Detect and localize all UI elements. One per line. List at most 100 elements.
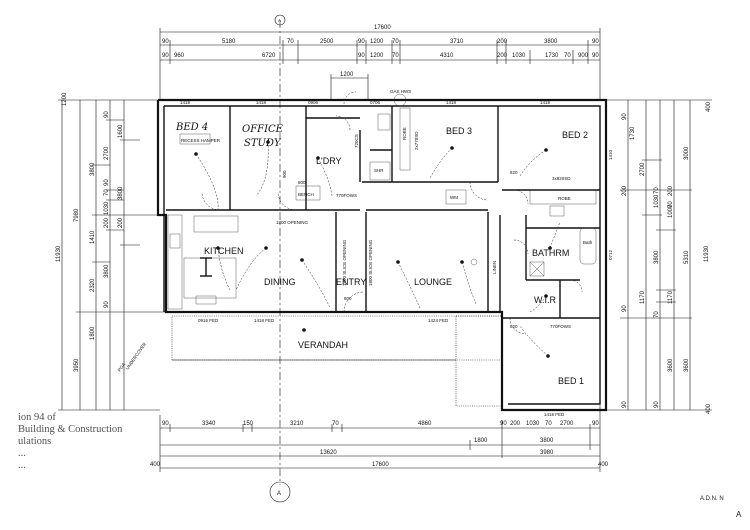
fixtures <box>167 93 597 310</box>
dim-top2-10: 1730 <box>545 53 559 59</box>
dim-right-outer: 11930 <box>704 245 710 262</box>
win-1418-d: 1418 <box>540 100 551 105</box>
dim-right-d2: 200 <box>622 185 628 196</box>
dim-top-11: 90 <box>592 39 599 45</box>
dim-overall-top: 17600 <box>374 25 391 31</box>
label-bench: BENCH <box>298 192 314 197</box>
dim-right-d10: 70 <box>654 311 660 318</box>
room-verandah: VERANDAH <box>298 340 348 350</box>
dim-bot-7: 90 <box>500 421 507 427</box>
laundry-shower <box>369 161 391 181</box>
room-bed3: BED 3 <box>446 126 472 136</box>
dim-left-d7: 3800 <box>104 264 110 278</box>
dim-800: 800 <box>298 180 306 185</box>
washing-machine <box>445 189 467 205</box>
door-720: 720CS <box>354 134 359 148</box>
dim-bot-13620: 13620 <box>320 450 337 456</box>
win-1418-b: 1418 <box>256 100 267 105</box>
room-office: OFFICE <box>242 124 284 135</box>
approval-note: ion 94 of Building & Construction ulatio… <box>18 412 148 472</box>
dim-bot-3: 150 <box>243 421 254 427</box>
dim-top2-8: 200 <box>497 53 508 59</box>
right-dimension-lines: 11930 3000 5310 3600 1730 2700 1000 3800… <box>606 99 712 414</box>
dim-bot-1: 90 <box>162 421 169 427</box>
dim-bot-6: 4860 <box>418 421 432 427</box>
dim-left-d3: 90 <box>104 179 110 186</box>
dim-top-8: 3710 <box>450 39 464 45</box>
label-robe: ROBE <box>558 196 571 201</box>
dim-right-d1: 90 <box>622 113 628 120</box>
bed3-robe <box>399 107 411 171</box>
dim-top2-3: 6720 <box>262 53 276 59</box>
dim-left-e2: 3800 <box>118 186 124 200</box>
dim-right-d4: 1030 <box>654 194 660 208</box>
dim-bot-b4: 2700 <box>560 421 574 427</box>
dim-top2-6: 70 <box>392 53 399 59</box>
kitchen-fridge <box>169 233 181 249</box>
win-1410: 1410 <box>608 149 613 160</box>
bath-tub <box>579 227 597 265</box>
room-dining: DINING <box>264 277 296 287</box>
door-820-c: 800 <box>344 296 352 301</box>
dim-right-top: 400 <box>706 101 712 112</box>
dim-bot-3980: 3980 <box>540 450 554 456</box>
dim-right-d8: 90 <box>622 401 628 408</box>
section-label-bottom: A <box>277 491 281 497</box>
room-kitchen: KITCHEN <box>204 246 244 256</box>
room-bathrm: BATHRM <box>532 248 569 258</box>
dim-left-d1: 90 <box>104 111 110 118</box>
drawing-ref: A.D.N. N <box>700 496 724 502</box>
dim-right-mid1: 3000 <box>684 146 690 160</box>
bed2-robe <box>529 189 597 205</box>
robe-bed2: 3x820SD <box>552 176 571 181</box>
dim-right-d3: 70 <box>654 187 660 194</box>
dim-left-e1: 1600 <box>118 124 124 138</box>
kitchen-island <box>183 257 237 299</box>
dim-bot-overall: 17600 <box>372 462 389 468</box>
win-0906: 0906 <box>308 100 319 105</box>
label-opening-2: 1800 SLICE OPENING <box>342 239 347 286</box>
label-opening-3: 1800 SLICE OPENING <box>368 239 373 286</box>
dim-top2-4: 90 <box>358 53 365 59</box>
exterior-walls <box>156 98 608 412</box>
door-swings <box>201 91 583 335</box>
vanity <box>549 205 565 217</box>
dim-top2-13: 90 <box>592 53 599 59</box>
door-820-b: 820 <box>510 324 518 329</box>
dim-left-outer: 11930 <box>56 245 62 262</box>
dim-left-3800: 3800 <box>90 162 96 176</box>
dim-left-d8: 90 <box>104 301 110 308</box>
dim-left-1800: 1800 <box>90 326 96 340</box>
dim-right-i5: 1170 <box>668 290 674 304</box>
dim-right-mid3: 3600 <box>684 358 690 372</box>
note-line-3: ulations <box>18 436 52 447</box>
interior-walls <box>166 106 600 319</box>
label-robe-2: ROBE <box>402 127 407 140</box>
dim-top2-2: 960 <box>174 53 185 59</box>
verandah <box>171 315 503 407</box>
room-study: STUDY <box>244 138 282 149</box>
robe-bed3: 2x770SD <box>414 131 419 150</box>
dim-left-d6: 200 <box>104 217 110 228</box>
label-undercover: UNDERCOVER <box>125 341 148 371</box>
section-mark-bottom <box>269 481 291 503</box>
dim-bot-5: 70 <box>332 421 339 427</box>
dim-top2-9: 1030 <box>512 53 526 59</box>
dim-left-d4: 70 <box>104 189 110 196</box>
dim-top-6: 1200 <box>370 39 384 45</box>
dim-bot-edge-r: 400 <box>598 462 609 468</box>
left-dimension-lines: 11930 7980 3950 1200 3800 1410 2320 1800… <box>56 92 165 411</box>
top-dimension-lines: 17600 90 5180 70 2500 90 1200 70 3710 20… <box>159 25 601 100</box>
dim-left-d2: 2700 <box>104 146 110 160</box>
dim-right-d7: 90 <box>622 305 628 312</box>
section-label-top: A <box>278 18 281 23</box>
dim-right-d5: 200 <box>668 185 674 196</box>
dim-right-i3: 1000 <box>668 204 674 218</box>
label-opening-1: 1800 OPENING <box>276 220 309 225</box>
note-line-1: ion 94 of <box>18 412 56 423</box>
dim-bot-2: 3340 <box>202 421 216 427</box>
room-entry: ENTRY <box>336 277 366 287</box>
dim-bot-b1: 200 <box>510 421 521 427</box>
room-labels: BED 4 RECESS HAMPER OFFICE STUDY L'DRY B… <box>175 122 588 386</box>
room-bed4-note: RECESS HAMPER <box>181 138 221 143</box>
